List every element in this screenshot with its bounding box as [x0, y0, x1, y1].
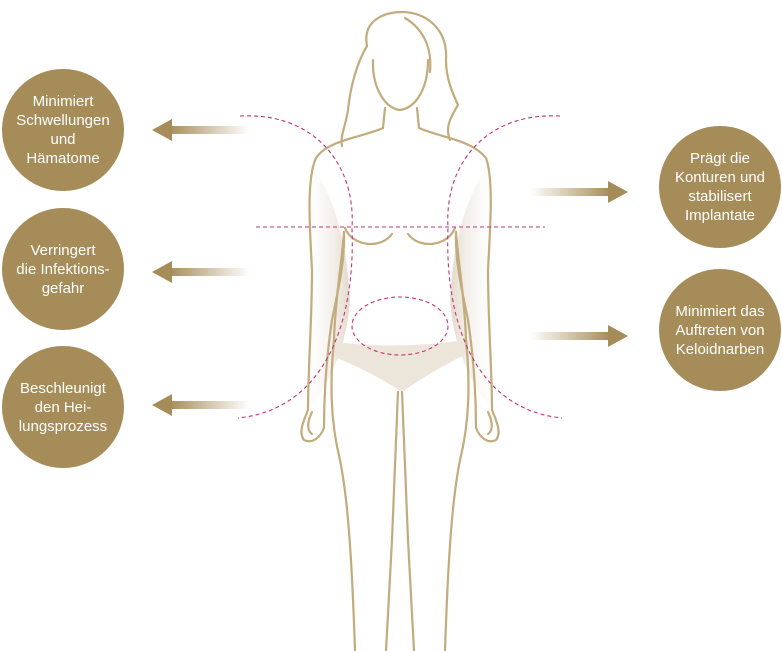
benefit-text: Minimiert Schwellungen und Hämatome: [16, 93, 110, 167]
benefit-bubble-swelling: Minimiert Schwellungen und Hämatome: [2, 69, 124, 191]
benefit-text: Verringert die Infektions- gefahr: [16, 241, 110, 297]
arrow-left-icon: [152, 261, 250, 283]
benefit-text: Minimiert das Auftreten von Keloidnarben: [675, 302, 765, 358]
dashed-zones: [237, 115, 563, 419]
benefit-text: Beschleunigt den Hei- lungsprozess: [18, 379, 108, 435]
brief-shape: [332, 340, 470, 392]
arrow-right-icon: [530, 325, 628, 347]
benefit-bubble-healing: Beschleunigt den Hei- lungsprozess: [2, 346, 124, 468]
arrow-left-icon: [152, 394, 250, 416]
benefit-bubble-contours: Prägt die Konturen und stabilisert Impla…: [659, 126, 781, 248]
arrow-right-icon: [530, 181, 628, 203]
arrow-left-icon: [152, 119, 250, 141]
benefit-text: Prägt die Konturen und stabilisert Impla…: [674, 150, 766, 224]
body-outline: [300, 10, 500, 651]
benefit-bubble-keloid: Minimiert das Auftreten von Keloidnarben: [659, 269, 781, 391]
benefit-bubble-infection: Verringert die Infektions- gefahr: [2, 208, 124, 330]
